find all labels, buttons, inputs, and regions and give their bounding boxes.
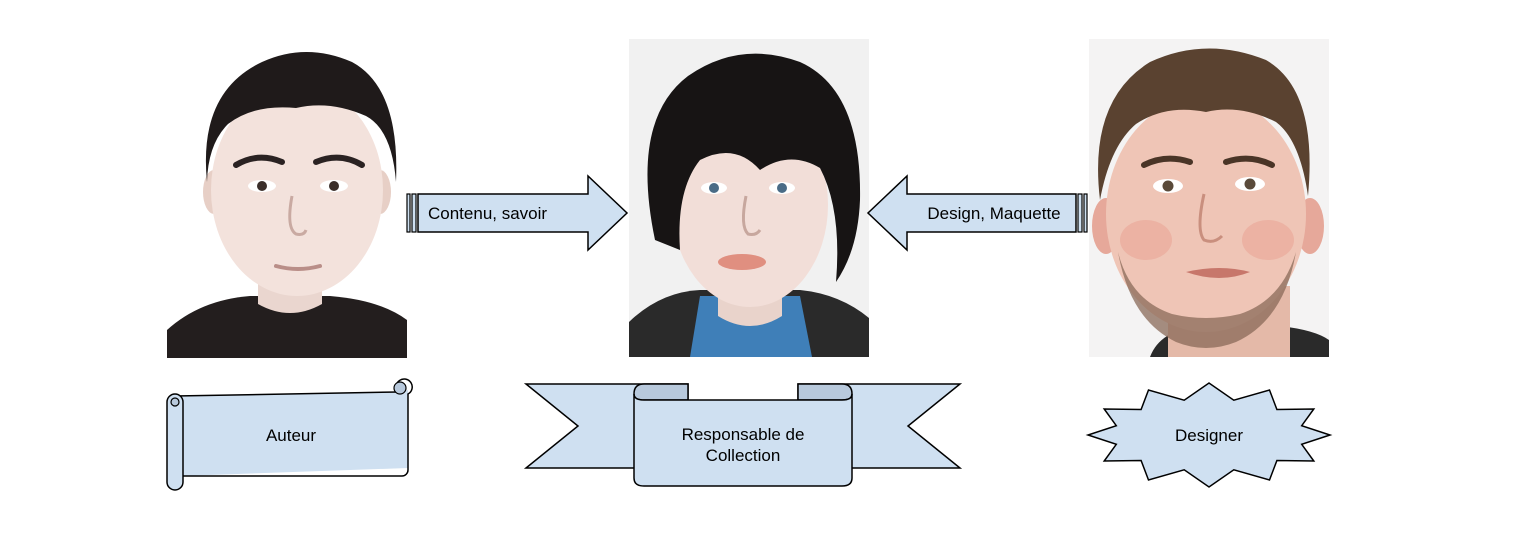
portrait-responsable bbox=[629, 39, 869, 357]
arrow-contenu-savoir: Contenu, savoir bbox=[406, 174, 629, 252]
arrow-design-maquette: Design, Maquette bbox=[866, 174, 1088, 252]
portrait-designer bbox=[1089, 39, 1329, 357]
portrait-auteur bbox=[167, 40, 407, 358]
arrow-label-design: Design, Maquette bbox=[927, 204, 1060, 223]
role-label-responsable-line1: Responsable de bbox=[682, 425, 805, 444]
role-label-designer: Designer bbox=[1175, 426, 1243, 445]
star-shape-designer: Designer bbox=[1085, 382, 1333, 488]
scroll-shape-auteur: Auteur bbox=[166, 378, 413, 491]
role-label-auteur: Auteur bbox=[266, 426, 316, 445]
ribbon-shape-responsable: Responsable de Collection bbox=[523, 383, 963, 487]
arrow-label-contenu: Contenu, savoir bbox=[428, 204, 547, 223]
role-label-responsable-line2: Collection bbox=[706, 446, 781, 465]
